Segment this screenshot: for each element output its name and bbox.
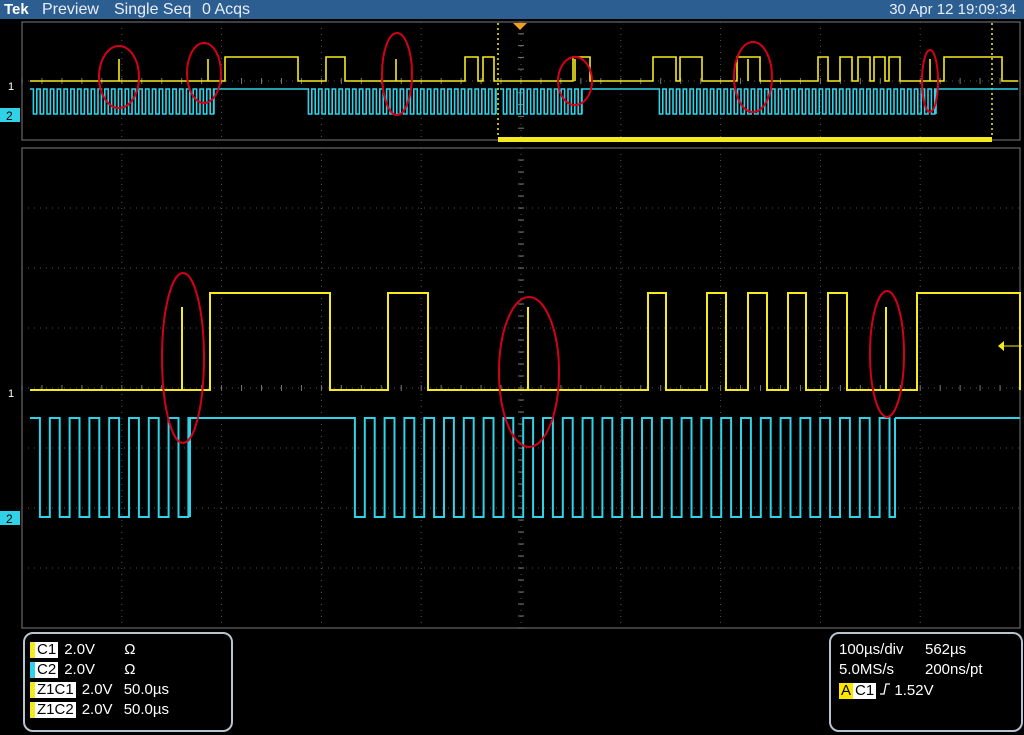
brand-logo: Tek <box>4 1 29 18</box>
highlight-ellipses <box>98 32 939 448</box>
overview-ch2-trace <box>30 88 1018 115</box>
datetime: 30 Apr 12 19:09:34 <box>889 1 1016 18</box>
zoom-ch1-trace <box>30 292 1021 391</box>
rising-edge-icon <box>880 681 891 700</box>
trigger-position-icon[interactable] <box>513 23 527 30</box>
overview-ch1-trace <box>30 56 1018 82</box>
waveform-display[interactable]: 1 2 1 2 <box>0 19 1024 631</box>
trigger-source: C1 <box>853 682 877 699</box>
status-bar: Tek Preview Single Seq 0 Acqs 30 Apr 12 … <box>0 0 1024 19</box>
overview-ch2-marker[interactable]: 2 <box>6 109 13 123</box>
zoom-ch1-marker[interactable]: 1 <box>8 388 14 400</box>
overview-ch1-marker[interactable]: 1 <box>8 81 14 93</box>
trigger-level: 1.52V <box>894 682 934 699</box>
acq-count: 0 Acqs <box>202 1 251 18</box>
acq-state: Preview <box>42 1 99 18</box>
trigger-a-label: A <box>839 682 854 699</box>
trigger-level-icon[interactable] <box>998 341 1004 351</box>
zoom-ch2-trace <box>30 417 1020 518</box>
acq-mode: Single Seq <box>114 1 192 18</box>
zoom-graticule <box>21 147 1021 629</box>
zoom-window-bar[interactable] <box>498 137 992 142</box>
zoom-ch2-marker[interactable]: 2 <box>6 512 13 526</box>
